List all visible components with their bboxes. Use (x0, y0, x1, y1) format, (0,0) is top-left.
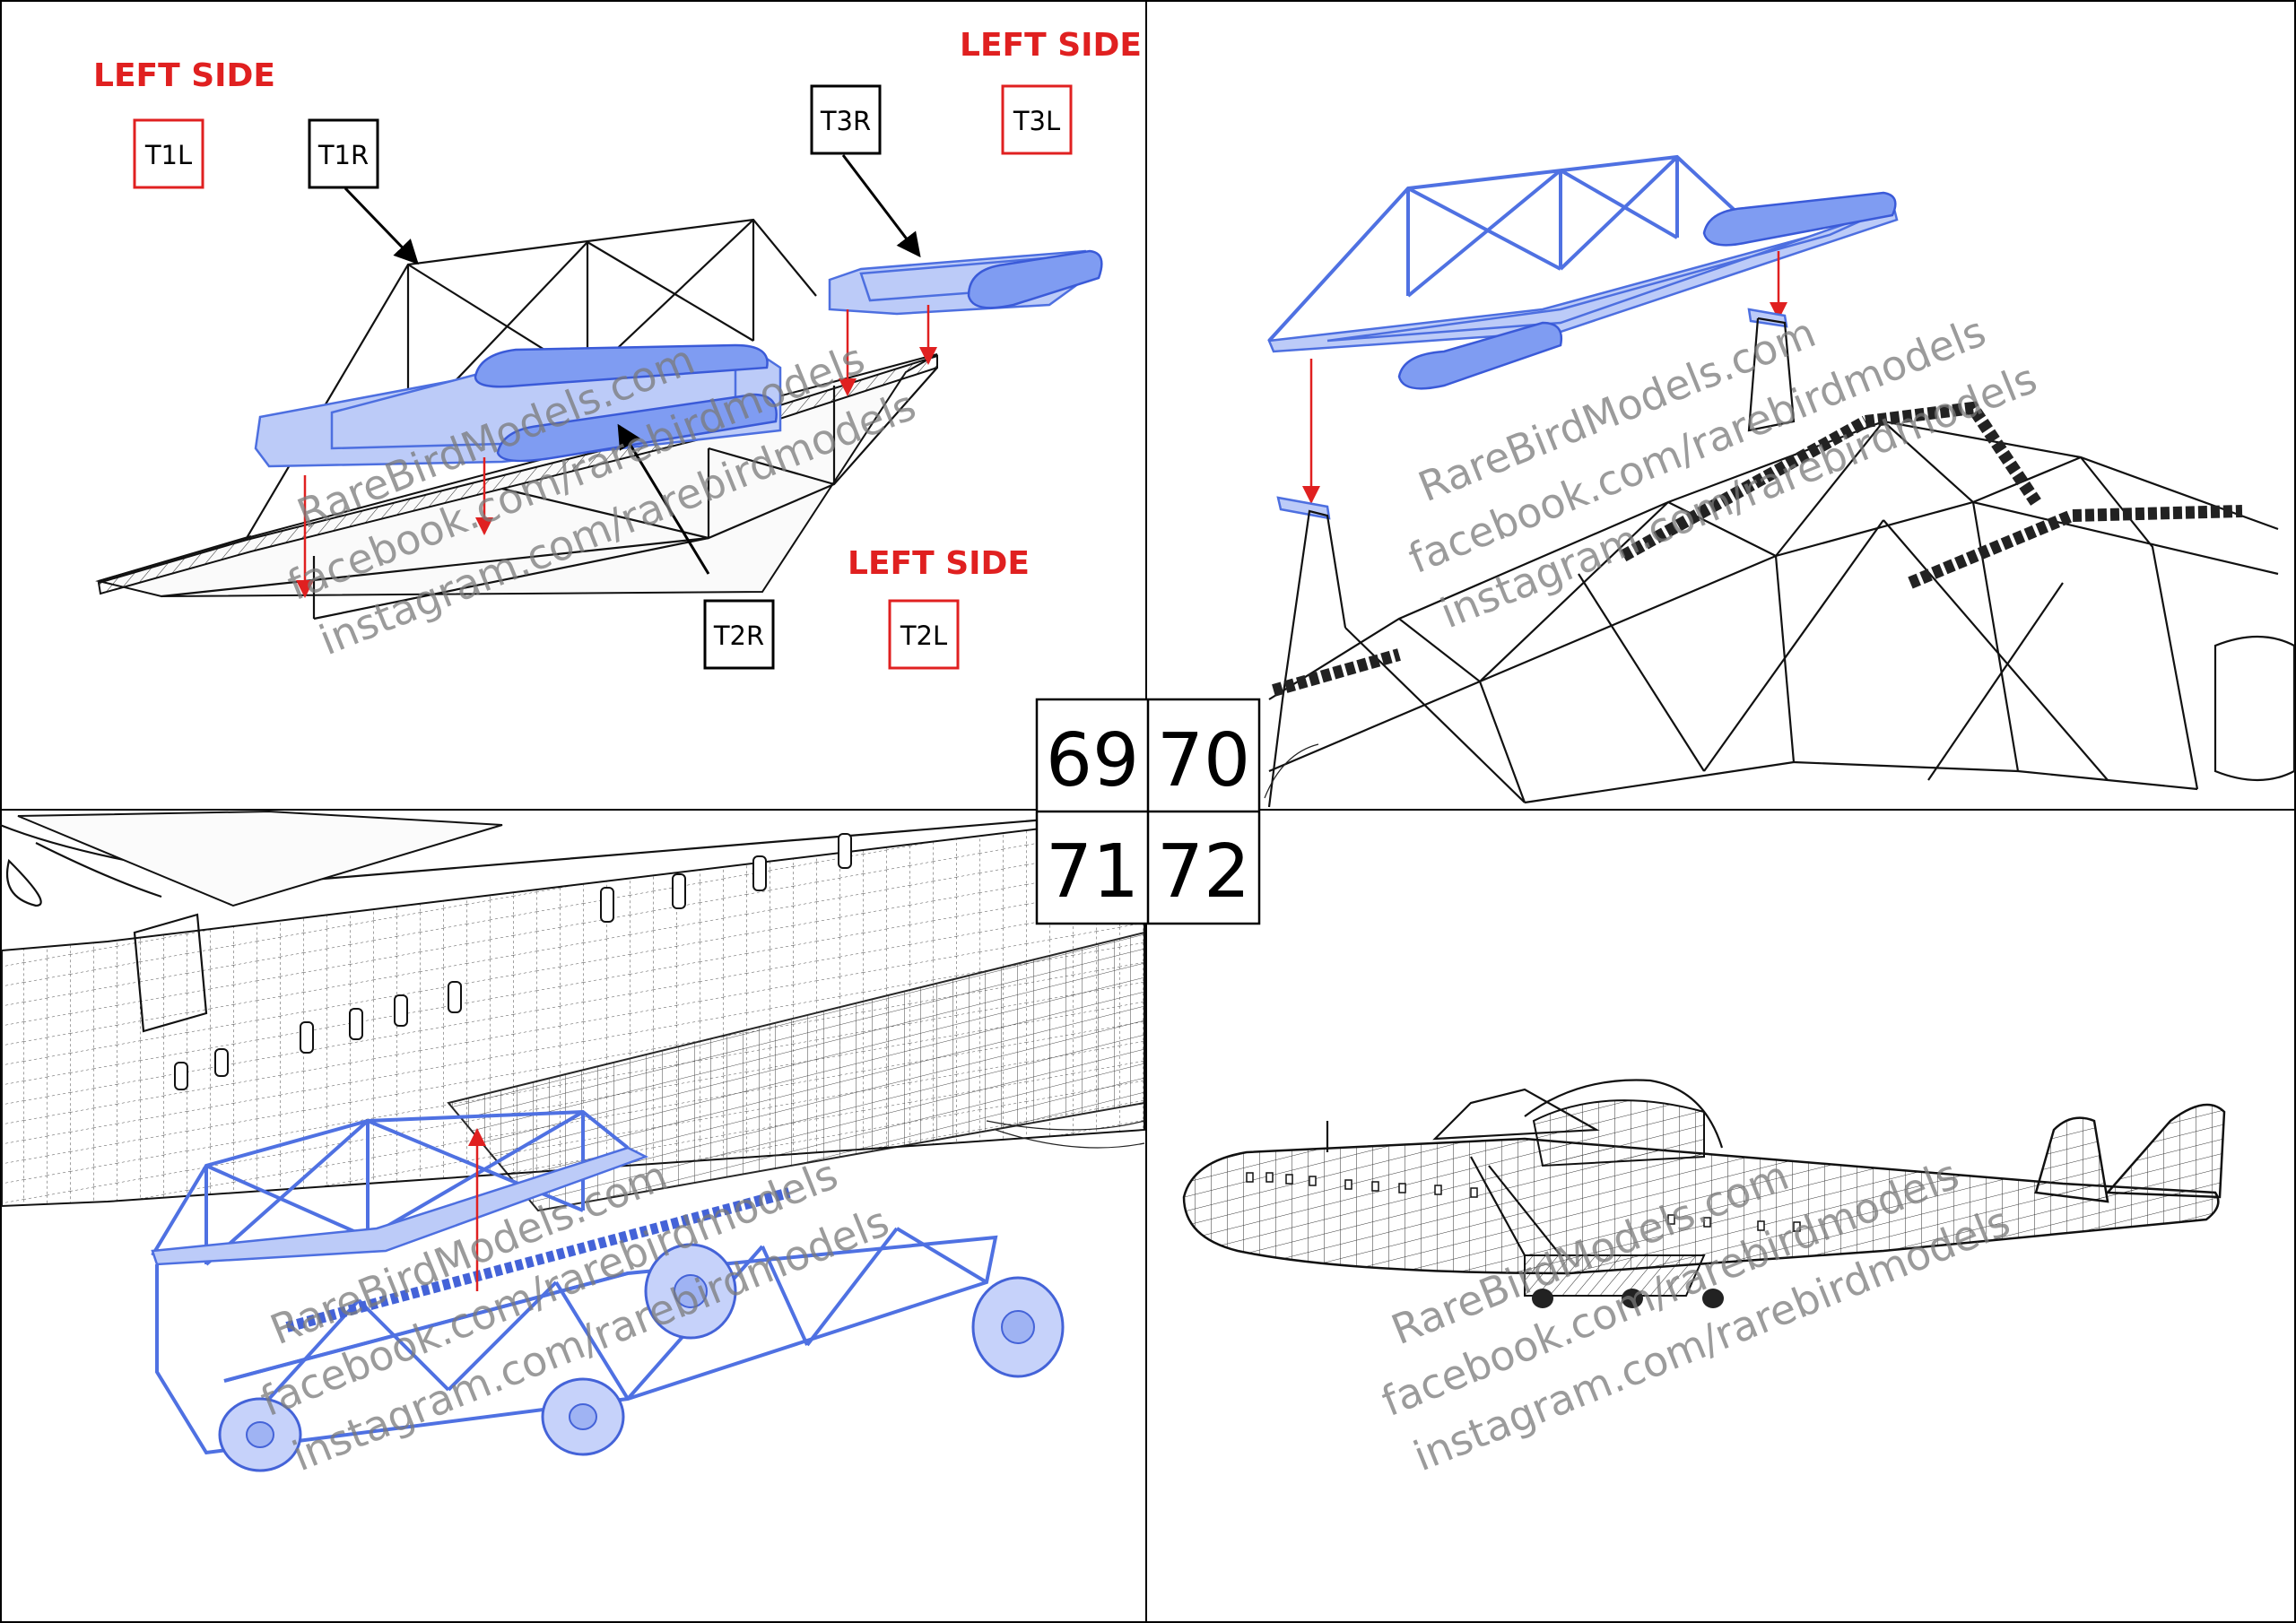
page-number-box: 69 70 71 72 (1035, 698, 1261, 925)
flying-boat-overview (1182, 1079, 2226, 1308)
hull-frame-structure (1264, 317, 2296, 808)
blue-bridge-assembly (1267, 154, 1899, 390)
left-side-label-1: LEFT SIDE (93, 57, 275, 94)
page-number-70: 70 (1157, 718, 1250, 803)
part-t3r-label: T3R (820, 106, 871, 136)
blue-trolley-assembly (151, 1109, 1065, 1472)
callout-t3r: T3R (810, 84, 882, 155)
callout-t1l: T1L (133, 118, 204, 189)
left-side-label-2: LEFT SIDE (960, 27, 1142, 64)
part-t2l-label: T2L (900, 621, 947, 651)
left-side-label-3: LEFT SIDE (848, 545, 1030, 582)
fuselage-windows (174, 833, 852, 1090)
trolley-wheels (218, 1243, 1065, 1472)
page-number-72: 72 (1157, 829, 1250, 915)
fitting-arrows-top-left (296, 305, 937, 598)
part-t1l-label: T1L (144, 140, 192, 170)
fuselage-side-view (0, 810, 1145, 1212)
callout-t2r: T2R (703, 599, 775, 670)
panel-bottom-left (0, 810, 1145, 1472)
callout-t2l: T2L (888, 599, 960, 670)
panel-bottom-right (1182, 1079, 2226, 1308)
watermark-top-right: RareBirdModels.com facebook.com/rarebird… (1402, 307, 2043, 638)
panel-top-left (95, 154, 1103, 621)
page-number-71: 71 (1046, 829, 1139, 915)
part-t3r-shape (828, 249, 1103, 316)
part-t2r-label: T2R (713, 621, 764, 651)
small-trolley (1470, 1156, 1724, 1308)
panel-top-right (1264, 154, 2296, 808)
page-number-69: 69 (1046, 718, 1139, 803)
part-t1r-label: T1R (317, 140, 369, 170)
callout-t3l: T3L (1001, 84, 1073, 155)
callout-t1r: T1R (308, 118, 379, 189)
part-t3l-label: T3L (1013, 106, 1060, 136)
